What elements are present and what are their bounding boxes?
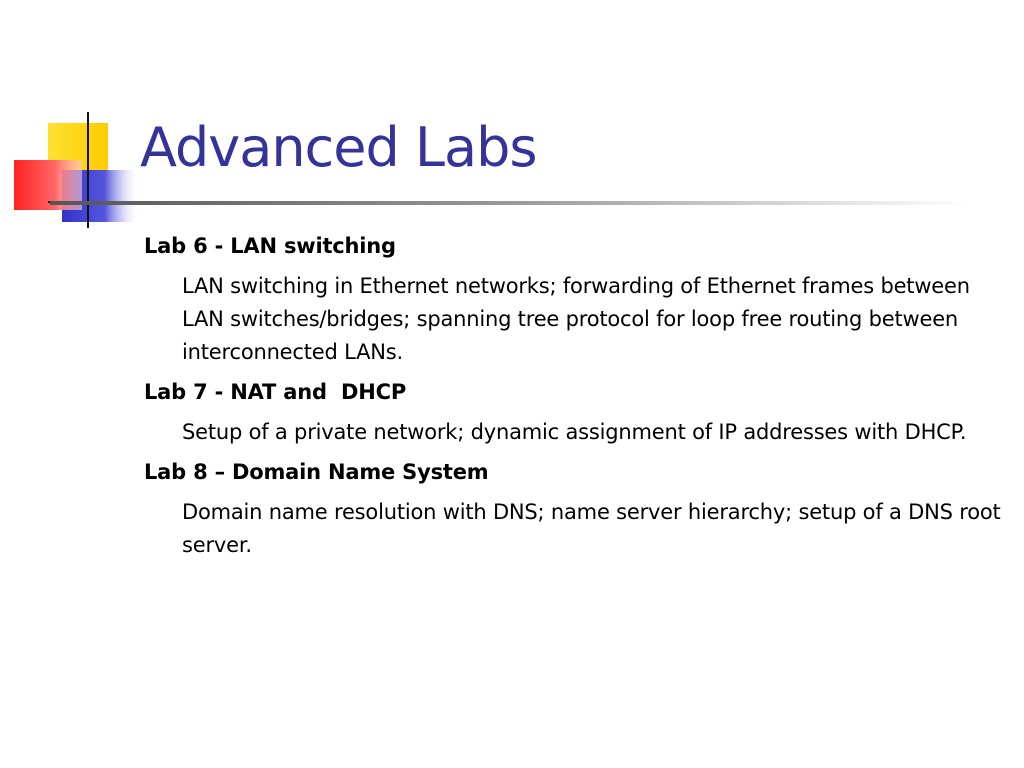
lab-heading: Lab 6 - LAN switching <box>144 234 396 258</box>
slide-title: Advanced Labs <box>140 116 537 179</box>
lab-heading: Lab 7 - NAT and DHCP <box>144 380 407 404</box>
title-underline-rule <box>50 201 970 205</box>
lab-description: LAN switching in Ethernet networks; forw… <box>182 274 970 364</box>
lab-description: Setup of a private network; dynamic assi… <box>182 420 967 444</box>
lab-item: Lab 6 - LAN switching LAN switching in E… <box>144 230 1004 369</box>
lab-item: Lab 7 - NAT and DHCP Setup of a private … <box>144 376 1004 449</box>
corner-decoration-icon <box>14 112 140 228</box>
lab-item: Lab 8 – Domain Name System Domain name r… <box>144 456 1004 562</box>
lab-heading: Lab 8 – Domain Name System <box>144 460 489 484</box>
lab-description: Domain name resolution with DNS; name se… <box>182 500 1001 557</box>
lab-list: Lab 6 - LAN switching LAN switching in E… <box>144 230 1004 569</box>
